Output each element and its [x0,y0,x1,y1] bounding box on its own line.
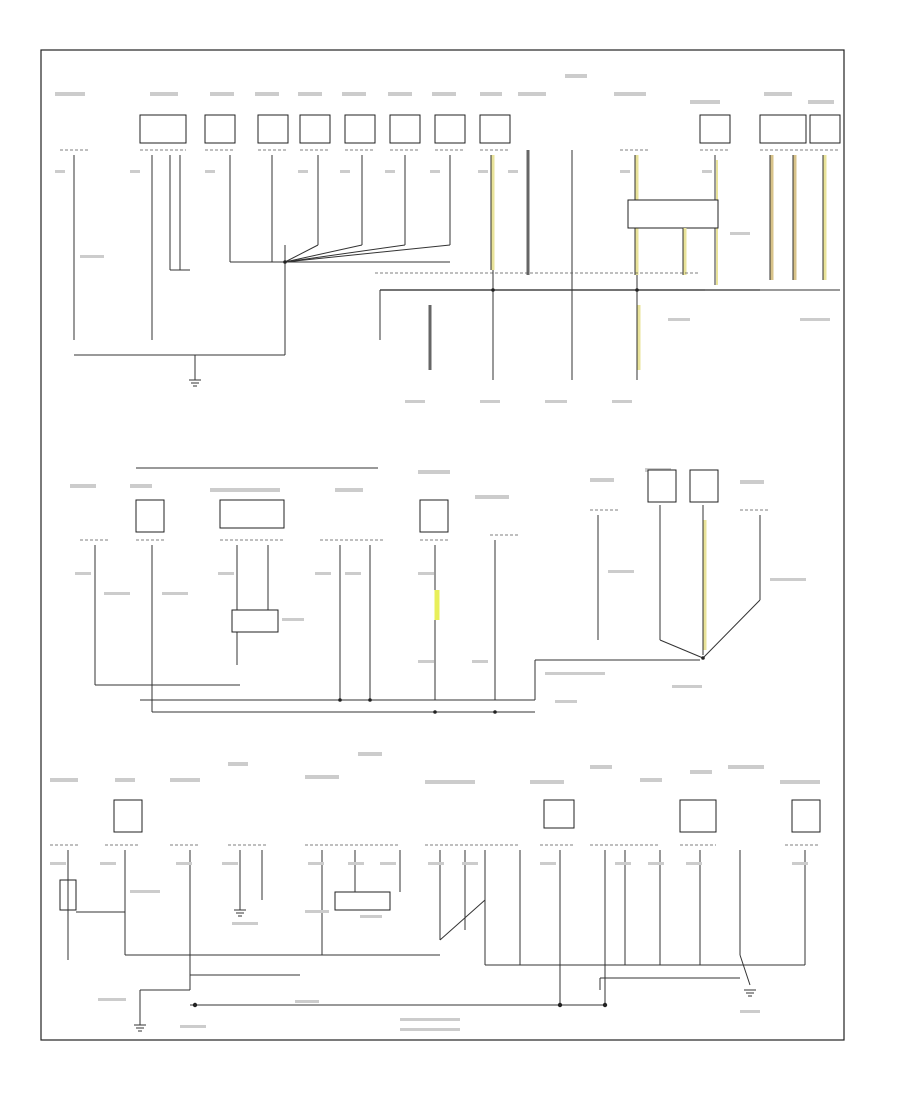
middle-connectors [80,509,770,541]
middle-section [70,467,806,713]
component-box [139,114,187,144]
component-box [699,114,731,144]
ground-symbol [234,909,246,917]
component-box [679,799,717,833]
ground-symbol [744,989,756,997]
splice-points [192,260,705,1008]
diagram-frame [40,49,845,1041]
component-box [759,114,807,144]
middle-wire-labels [75,570,806,703]
component-box [419,499,449,533]
component-box [434,114,466,144]
junction-block [334,891,391,911]
component-box [543,799,575,829]
top-wires [73,150,840,380]
component-box [299,114,331,144]
component-box [135,499,165,533]
top-components [139,114,841,144]
component-box [113,799,143,833]
bottom-component-labels [50,752,820,784]
component-box [689,469,719,503]
top-section [55,74,841,403]
component-box [809,114,841,144]
bottom-components [59,799,821,911]
top-component-labels [55,74,834,104]
junction-block [231,609,279,633]
component-box [791,799,821,833]
component-box [257,114,289,144]
top-wire-labels [55,170,830,403]
bottom-section [50,260,821,1032]
middle-components [135,469,719,533]
component-box [479,114,511,144]
junction-block [627,199,719,229]
component-box [647,469,677,503]
bottom-wire-labels [50,862,808,1031]
component-box [219,499,285,529]
ground-symbol [134,1024,146,1032]
ground-symbol [189,379,201,387]
middle-wires [94,505,761,713]
component-box [389,114,421,144]
component-box [204,114,236,144]
component-box [344,114,376,144]
bottom-wires [67,850,806,1025]
